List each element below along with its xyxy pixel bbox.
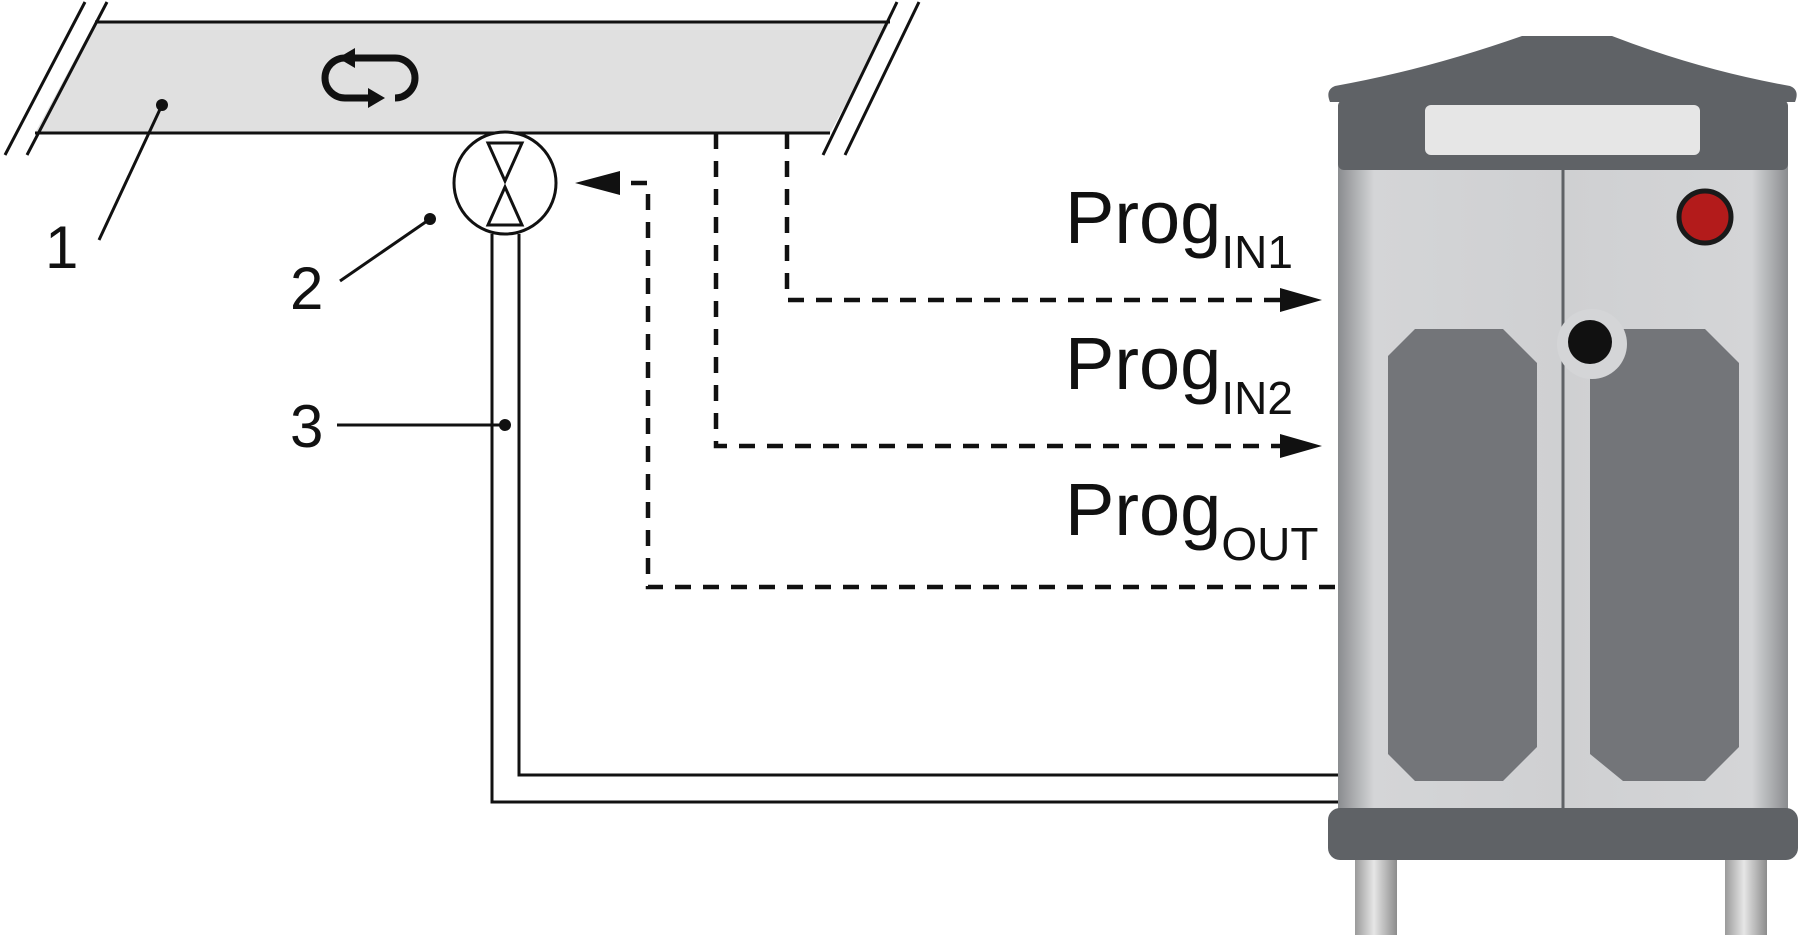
break-mark-left-2 [25, 1, 109, 156]
callout-3: 3 [290, 393, 511, 460]
signal-line-out [575, 171, 1335, 590]
callout-2: 2 [290, 213, 436, 322]
cabinet-base [1328, 808, 1798, 860]
signal-label-in1: ProgIN1 [1065, 176, 1293, 278]
hose [490, 234, 1340, 804]
conveyor [3, 1, 921, 156]
callout-2-label: 2 [290, 255, 323, 322]
cabinet-display [1425, 105, 1700, 155]
break-mark-right-2 [843, 1, 921, 156]
lock-icon [1557, 309, 1627, 379]
callout-1-label: 1 [45, 214, 78, 281]
signal-label-out: ProgOUT [1065, 468, 1318, 570]
cabinet-roof [1328, 36, 1797, 102]
door-panel-right [1590, 329, 1739, 781]
signal-in1-sub: IN1 [1221, 226, 1293, 278]
door-panel-left [1388, 329, 1537, 781]
signal-in2-main: Prog [1065, 322, 1221, 405]
red-indicator-light-icon [1676, 188, 1734, 246]
callout-3-label: 3 [290, 393, 323, 460]
callout-1: 1 [45, 99, 168, 281]
signal-out-sub: OUT [1221, 518, 1318, 570]
control-unit [1328, 36, 1798, 935]
signal-in2-sub: IN2 [1221, 372, 1293, 424]
break-mark-right [821, 1, 899, 156]
valve-icon [452, 130, 558, 236]
circulation-arrows-icon [321, 48, 419, 108]
signal-line-in2 [713, 133, 1322, 458]
signal-out-main: Prog [1065, 468, 1221, 551]
break-mark-left [3, 1, 87, 156]
signal-line-in1 [784, 133, 1322, 312]
signal-label-in2: ProgIN2 [1065, 322, 1293, 424]
signal-in1-main: Prog [1065, 176, 1221, 259]
